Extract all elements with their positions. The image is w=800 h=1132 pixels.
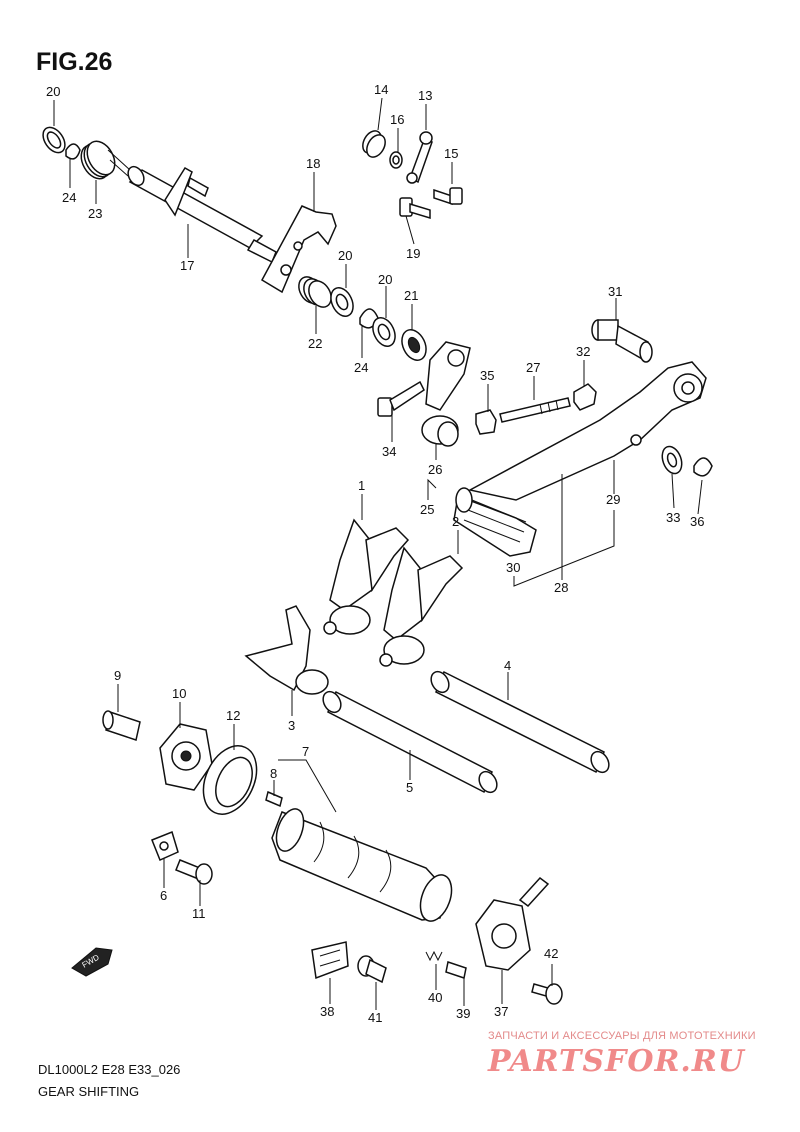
washer-16 bbox=[389, 151, 403, 169]
callout-41: 41 bbox=[368, 1010, 382, 1025]
callout-24-mid: 24 bbox=[354, 360, 368, 375]
fork-shaft-4 bbox=[430, 670, 610, 774]
circlip-24-top bbox=[65, 143, 81, 160]
callout-labels: 20 24 23 17 18 20 20 21 22 24 14 16 13 1… bbox=[46, 82, 704, 1025]
link-13 bbox=[406, 131, 433, 184]
callout-11: 11 bbox=[192, 906, 206, 921]
nut-32 bbox=[573, 383, 597, 411]
callout-1: 1 bbox=[358, 478, 365, 493]
leader-lines bbox=[53, 97, 703, 1010]
footrest-rubber-30 bbox=[453, 487, 537, 557]
callout-22: 22 bbox=[308, 336, 322, 351]
figure-title: FIG.26 bbox=[36, 48, 113, 76]
gearshift-lever-28 bbox=[467, 361, 707, 501]
watermark-tagline: ЗАПЧАСТИ И АКСЕССУАРЫ ДЛЯ МОТОТЕХНИКИ bbox=[488, 1030, 756, 1042]
callout-2: 2 bbox=[452, 514, 459, 529]
bolt-41 bbox=[357, 955, 387, 984]
shift-lever-link-25 bbox=[425, 341, 471, 411]
shift-fork-3 bbox=[244, 605, 329, 695]
callout-23: 23 bbox=[88, 206, 102, 221]
callout-16: 16 bbox=[390, 112, 404, 127]
callout-5: 5 bbox=[406, 780, 413, 795]
bearing-12 bbox=[202, 745, 258, 815]
stopper-6 bbox=[151, 830, 179, 862]
callout-14: 14 bbox=[374, 82, 388, 97]
callout-34: 34 bbox=[382, 444, 396, 459]
callout-17: 17 bbox=[180, 258, 194, 273]
callout-28: 28 bbox=[554, 580, 568, 595]
callout-38: 38 bbox=[320, 1004, 334, 1019]
fork-shaft-5 bbox=[322, 690, 498, 794]
shift-fork-1 bbox=[323, 518, 410, 635]
callout-32: 32 bbox=[576, 344, 590, 359]
bolt-19 bbox=[399, 197, 431, 220]
callout-29: 29 bbox=[606, 492, 620, 507]
circlip-36 bbox=[693, 457, 713, 477]
callout-3: 3 bbox=[288, 718, 295, 733]
rod-27 bbox=[499, 397, 571, 423]
callout-39: 39 bbox=[456, 1006, 470, 1021]
callout-6: 6 bbox=[160, 888, 167, 903]
callout-9: 9 bbox=[114, 668, 121, 683]
callout-25: 25 bbox=[420, 502, 434, 517]
watermark-logo: PARTSFOR.RU bbox=[488, 1044, 745, 1079]
shift-drum-7 bbox=[271, 808, 453, 922]
pin-8 bbox=[265, 790, 283, 808]
oil-seal-21 bbox=[401, 329, 427, 361]
callout-35: 35 bbox=[480, 368, 494, 383]
callout-4: 4 bbox=[504, 658, 511, 673]
spring-22 bbox=[298, 276, 332, 308]
rod-end-26 bbox=[421, 415, 459, 447]
callout-24-top: 24 bbox=[62, 190, 76, 205]
return-spring-23 bbox=[80, 140, 131, 180]
screw-11 bbox=[175, 859, 213, 885]
callout-26: 26 bbox=[428, 462, 442, 477]
pin-9 bbox=[102, 710, 141, 741]
callout-13: 13 bbox=[418, 88, 432, 103]
callout-31: 31 bbox=[608, 284, 622, 299]
callout-33: 33 bbox=[666, 510, 680, 525]
washer-33 bbox=[661, 445, 683, 475]
gearshift-arm-18 bbox=[260, 205, 337, 294]
callout-37: 37 bbox=[494, 1004, 508, 1019]
plate-38 bbox=[311, 941, 349, 980]
pivot-bolt-31 bbox=[591, 319, 653, 363]
gear-position-switch-37 bbox=[475, 876, 550, 971]
callout-42: 42 bbox=[544, 946, 558, 961]
callout-20-mid: 20 bbox=[338, 248, 352, 263]
callout-40: 40 bbox=[428, 990, 442, 1005]
bolt-15 bbox=[433, 187, 463, 206]
callout-19: 19 bbox=[406, 246, 420, 261]
spring-14 bbox=[362, 130, 386, 158]
callout-30: 30 bbox=[506, 560, 520, 575]
callout-10: 10 bbox=[172, 686, 186, 701]
pin-39 bbox=[445, 961, 467, 979]
washer-20-right bbox=[372, 317, 396, 347]
callout-12: 12 bbox=[226, 708, 240, 723]
watermark: ЗАПЧАСТИ И АКСЕССУАРЫ ДЛЯ МОТОТЕХНИКИ PA… bbox=[488, 1030, 788, 1079]
callout-18: 18 bbox=[306, 156, 320, 171]
callout-21: 21 bbox=[404, 288, 418, 303]
callout-15: 15 bbox=[444, 146, 458, 161]
callout-7: 7 bbox=[302, 744, 309, 759]
bolt-42 bbox=[531, 983, 563, 1005]
callout-20-right: 20 bbox=[378, 272, 392, 287]
callout-27: 27 bbox=[526, 360, 540, 375]
gearshift-shaft-17 bbox=[127, 165, 277, 264]
callout-20-top: 20 bbox=[46, 84, 60, 99]
circlip-20-top bbox=[42, 126, 66, 154]
callout-36: 36 bbox=[690, 514, 704, 529]
shift-fork-2 bbox=[379, 546, 464, 667]
diagram-code: DL1000L2 E28 E33_026 bbox=[38, 1062, 181, 1077]
washer-20-mid bbox=[330, 287, 354, 317]
nut-35 bbox=[475, 409, 497, 435]
callout-8: 8 bbox=[270, 766, 277, 781]
diagram-title: GEAR SHIFTING bbox=[38, 1084, 140, 1099]
bolt-34 bbox=[377, 380, 425, 417]
fwd-arrow-icon: FWD bbox=[71, 947, 113, 977]
spring-40 bbox=[425, 950, 443, 962]
